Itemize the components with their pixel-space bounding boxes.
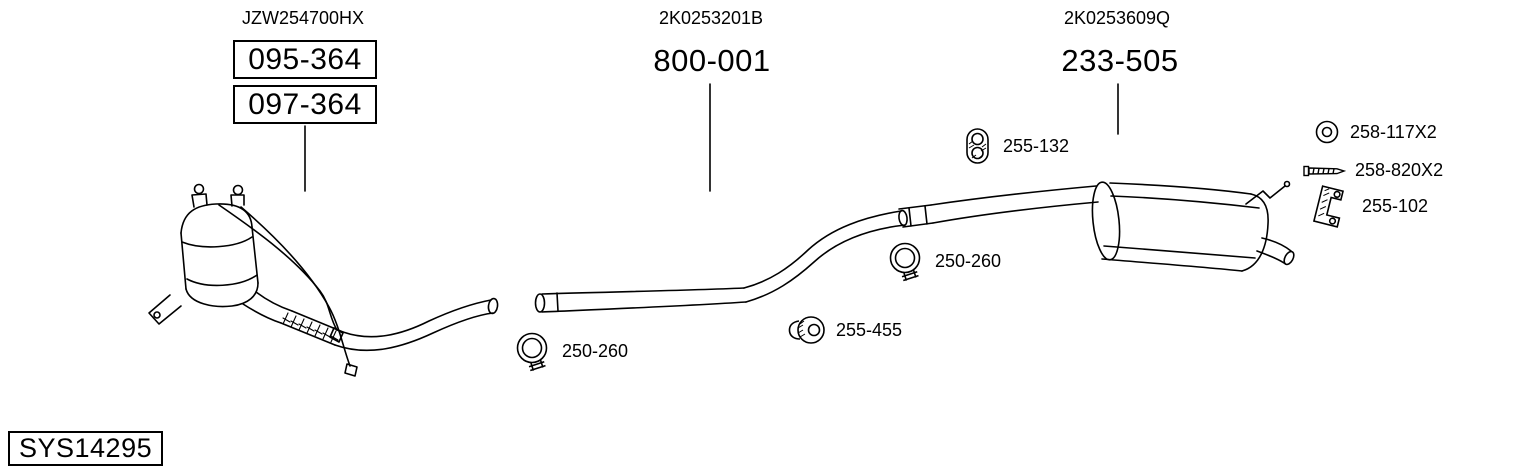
callout-part-number[interactable]: 255-102 — [1362, 195, 1429, 216]
callout-part-number[interactable]: 255-132 — [1003, 135, 1070, 156]
part-number-box[interactable]: 095-364 — [233, 40, 377, 79]
pipe-clamp-icon — [516, 332, 548, 372]
part-number-box[interactable]: 097-364 — [233, 85, 377, 124]
center-pipe-drawing — [534, 209, 908, 313]
callout-255-455: 255-455 — [787, 312, 902, 348]
bracket-icon — [1312, 185, 1344, 228]
callout-part-number[interactable]: 258-117X2 — [1350, 121, 1437, 142]
screw-icon — [1303, 165, 1346, 176]
callout-part-number[interactable]: 258-820X2 — [1355, 160, 1444, 180]
group1-ref-code: JZW254700HX — [241, 8, 365, 28]
part-number-label[interactable]: 233-505 — [1061, 43, 1179, 78]
part-number-label[interactable]: 800-001 — [653, 43, 771, 78]
callout-part-number[interactable]: 250-260 — [935, 250, 1002, 271]
callout-part-number[interactable]: 255-455 — [836, 319, 903, 340]
callout-258-117X2: 258-117X2 — [1313, 118, 1437, 146]
callout-250-260-rear: 250-260 — [884, 239, 1001, 283]
washer-icon — [1315, 120, 1339, 144]
rear-muffler-drawing — [898, 180, 1295, 272]
group3-ref-code: 2K0253609Q — [1063, 8, 1171, 28]
group1-part-boxes: 095-364 097-364 — [233, 40, 377, 124]
leader-lines — [304, 83, 1119, 192]
callout-part-number[interactable]: 250-260 — [562, 340, 629, 361]
rubber-hanger-icon — [788, 316, 825, 344]
callout-255-102: 255-102 — [1303, 184, 1428, 228]
group2-ref-code: 2K0253201B — [658, 8, 764, 28]
system-code-box: SYS14295 — [8, 431, 164, 466]
pipe-clamp-icon — [889, 242, 921, 282]
callout-250-260-front: 250-260 — [511, 329, 628, 373]
rubber-mount-icon — [966, 128, 989, 164]
callout-255-132: 255-132 — [962, 127, 1069, 165]
callout-258-820X2: 258-820X2 — [1302, 160, 1443, 181]
catalytic-converter-drawing — [148, 183, 499, 377]
